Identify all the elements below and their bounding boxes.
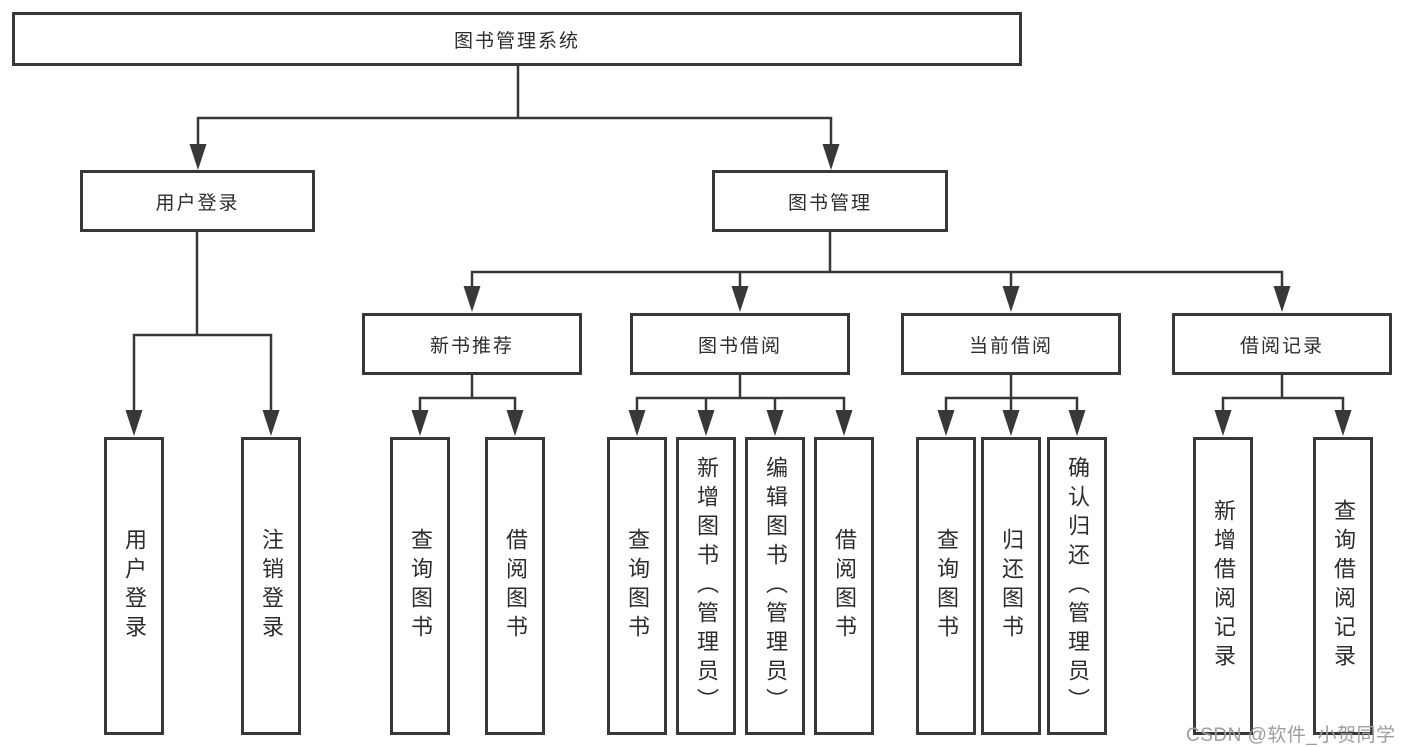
node-leaf-query-books-recommend-label: 查询图书	[408, 528, 433, 644]
node-leaf-user-login-label: 用户登录	[122, 528, 147, 644]
node-leaf-add-borrow-record-label: 新增借阅记录	[1211, 499, 1236, 673]
node-leaf-return-book-label: 归还图书	[999, 528, 1024, 644]
node-leaf-borrow-books-recommend-label: 借阅图书	[503, 528, 528, 644]
node-current-borrowing: 当前借阅	[901, 313, 1121, 375]
node-leaf-user-login: 用户登录	[104, 437, 164, 735]
node-leaf-query-books-current-label: 查询图书	[934, 528, 959, 644]
node-new-book-recommend: 新书推荐	[362, 313, 582, 375]
node-leaf-query-borrow-record-label: 查询借阅记录	[1331, 499, 1356, 673]
node-user-login: 用户登录	[80, 170, 315, 232]
csdn-watermark: CSDN @软件_小贺同学	[1186, 725, 1396, 746]
node-leaf-query-books-recommend: 查询图书	[390, 437, 450, 735]
node-new-book-recommend-label: 新书推荐	[429, 335, 514, 357]
node-leaf-borrow-books-recommend: 借阅图书	[485, 437, 545, 735]
node-leaf-add-book-admin: 新增图书（管理员）	[676, 437, 736, 735]
node-leaf-add-borrow-record: 新增借阅记录	[1193, 437, 1253, 735]
node-leaf-logout: 注销登录	[241, 437, 301, 735]
node-leaf-confirm-return-admin-label: 确认归还（管理员）	[1065, 455, 1090, 717]
node-leaf-borrow-books-label: 借阅图书	[832, 528, 857, 644]
connector-currentborrow-to-children	[937, 375, 1086, 436]
node-leaf-add-book-admin-label: 新增图书（管理员）	[694, 455, 719, 717]
node-book-borrowing-label: 图书借阅	[697, 335, 782, 357]
node-leaf-query-books-borrow: 查询图书	[607, 437, 667, 735]
node-leaf-edit-book-admin-label: 编辑图书（管理员）	[763, 455, 788, 717]
node-leaf-edit-book-admin: 编辑图书（管理员）	[745, 437, 805, 735]
node-leaf-borrow-books: 借阅图书	[814, 437, 874, 735]
connector-bookborrow-to-children	[628, 375, 853, 436]
node-borrowing-records: 借阅记录	[1172, 313, 1392, 375]
node-borrowing-records-label: 借阅记录	[1239, 335, 1324, 357]
connector-newbook-to-children	[411, 375, 524, 436]
node-book-borrowing: 图书借阅	[630, 313, 850, 375]
node-leaf-query-borrow-record: 查询借阅记录	[1313, 437, 1373, 735]
node-leaf-confirm-return-admin: 确认归还（管理员）	[1047, 437, 1107, 735]
connector-borrowrecord-to-children	[1214, 375, 1352, 436]
node-user-login-label: 用户登录	[155, 192, 240, 214]
node-leaf-query-books-current: 查询图书	[916, 437, 976, 735]
node-leaf-query-books-borrow-label: 查询图书	[625, 528, 650, 644]
node-library-system-label: 图书管理系统	[453, 30, 580, 52]
connector-bookmgmt-to-level3	[463, 232, 1291, 312]
connector-root-to-level2	[189, 66, 840, 170]
node-leaf-return-book: 归还图书	[981, 437, 1041, 735]
node-book-management-label: 图书管理	[787, 192, 872, 214]
node-book-management: 图书管理	[712, 170, 948, 232]
node-library-system: 图书管理系统	[12, 12, 1022, 66]
connector-userlogin-to-children	[125, 232, 280, 436]
node-current-borrowing-label: 当前借阅	[968, 335, 1053, 357]
node-leaf-logout-label: 注销登录	[259, 528, 284, 644]
